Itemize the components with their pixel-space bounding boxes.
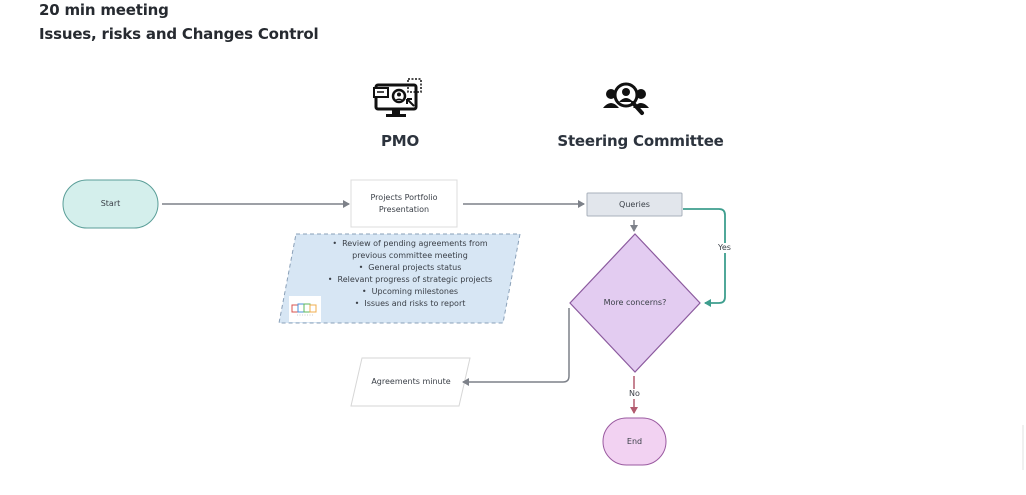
portfolio-presentation-label: Projects Portfolio Presentation bbox=[370, 192, 438, 214]
diagram-title: 20 min meeting bbox=[39, 1, 169, 19]
edge-label-yes: Yes bbox=[717, 243, 732, 253]
agenda-item: Relevant progress of strategic projects bbox=[300, 274, 520, 286]
end-node[interactable] bbox=[602, 417, 667, 466]
diagram-subtitle: Issues, risks and Changes Control bbox=[39, 25, 319, 43]
queries-node[interactable] bbox=[586, 192, 683, 217]
edge-label-no: No bbox=[628, 389, 641, 399]
agreements-minute-node[interactable] bbox=[350, 357, 471, 407]
group-search-icon bbox=[602, 80, 650, 118]
agenda-item: Review of pending agreements from previo… bbox=[300, 238, 520, 262]
team-logo-icon bbox=[289, 296, 321, 322]
agreements-minute-label: Agreements minute bbox=[371, 377, 451, 386]
more-concerns-label: More concerns? bbox=[603, 298, 667, 307]
scrollbar[interactable] bbox=[1022, 425, 1024, 470]
queries-label: Queries bbox=[619, 199, 650, 209]
portfolio-presentation-node[interactable] bbox=[350, 179, 458, 228]
agenda-list: Review of pending agreements from previo… bbox=[300, 238, 520, 310]
more-concerns-decision-node[interactable] bbox=[569, 233, 701, 373]
lane-label-steering-committee: Steering Committee bbox=[557, 132, 724, 150]
start-label: Start bbox=[100, 199, 121, 208]
agenda-item: Upcoming milestones bbox=[300, 286, 520, 298]
lane-label-pmo: PMO bbox=[380, 132, 420, 150]
start-node[interactable] bbox=[62, 179, 159, 229]
edge-decision-to-agreements bbox=[462, 308, 570, 386]
agenda-item: General projects status bbox=[300, 262, 520, 274]
monitor-user-icon bbox=[373, 78, 425, 120]
agenda-item: Issues and risks to report bbox=[300, 298, 520, 310]
end-label: End bbox=[626, 436, 643, 446]
edge-yes-loop bbox=[683, 208, 726, 307]
